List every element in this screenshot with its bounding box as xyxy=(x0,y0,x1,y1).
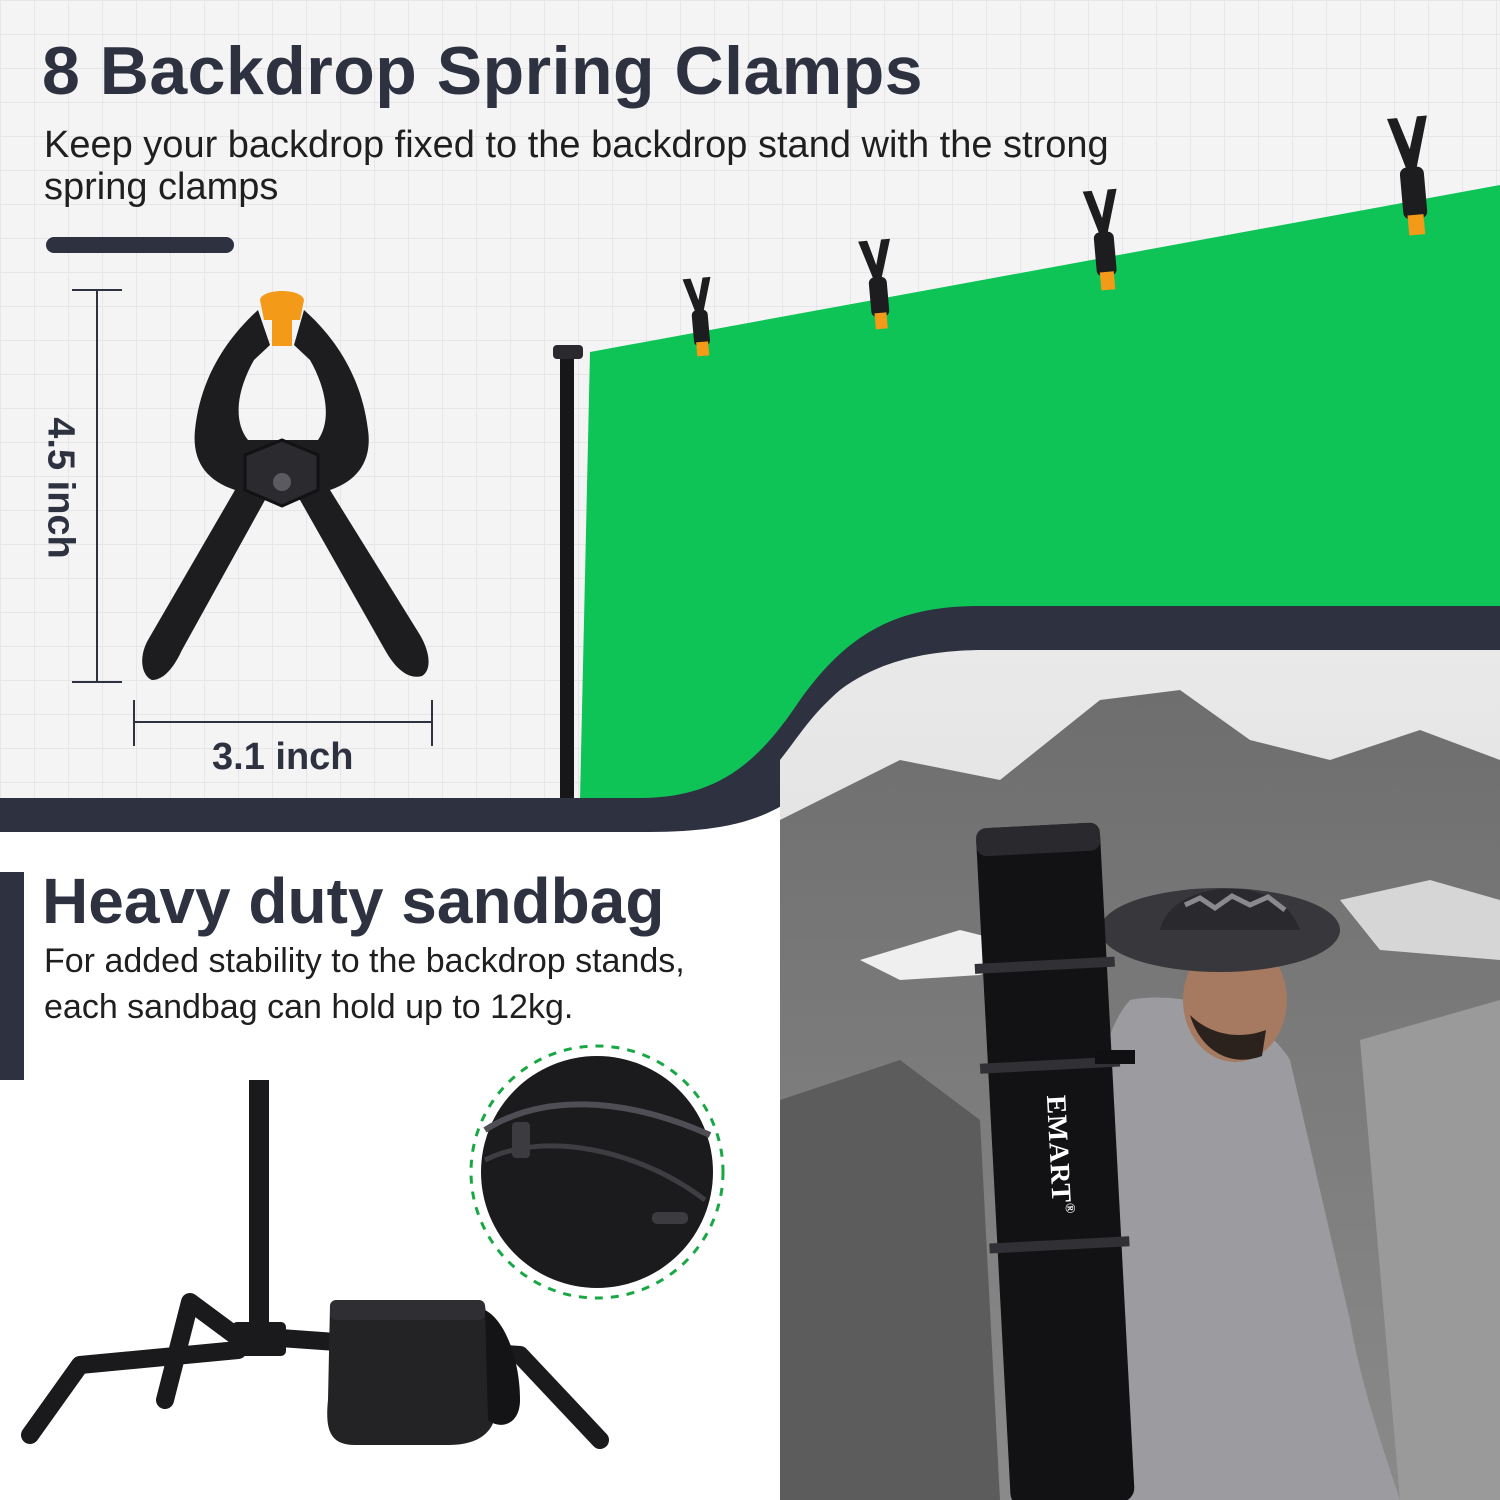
clamp-diagram xyxy=(72,289,433,746)
navy-band xyxy=(0,606,1500,832)
backdrop-stand-pole xyxy=(560,355,574,800)
small-clamp-icon xyxy=(1082,188,1117,291)
small-clamp-icon xyxy=(1387,115,1428,236)
person-with-bag xyxy=(1095,888,1400,1500)
brand-name: EMART xyxy=(1039,1094,1077,1205)
clamps-title: 8 Backdrop Spring Clamps xyxy=(42,33,924,109)
zipper-line xyxy=(483,1101,712,1138)
carry-bag xyxy=(974,822,1135,1500)
zipper-pull-icon xyxy=(512,1122,530,1158)
sandbag-title: Heavy duty sandbag xyxy=(42,865,665,937)
small-clamp-icon xyxy=(682,276,711,357)
section-accent-bar xyxy=(0,872,24,1080)
width-label: 3.1 inch xyxy=(212,736,354,778)
clamps-description: Keep your backdrop fixed to the backdrop… xyxy=(44,124,1109,208)
small-clamp-icon xyxy=(858,238,891,330)
light-stand-with-sandbag xyxy=(21,1080,609,1449)
spring-clamp-icon xyxy=(142,291,429,680)
carry-bag-brand: EMART® xyxy=(1039,1094,1077,1215)
sandbag-description: For added stability to the backdrop stan… xyxy=(44,942,685,1026)
accent-bar xyxy=(46,237,234,253)
backdrop-stand-knob xyxy=(553,345,583,359)
registered-mark: ® xyxy=(1061,1202,1078,1215)
